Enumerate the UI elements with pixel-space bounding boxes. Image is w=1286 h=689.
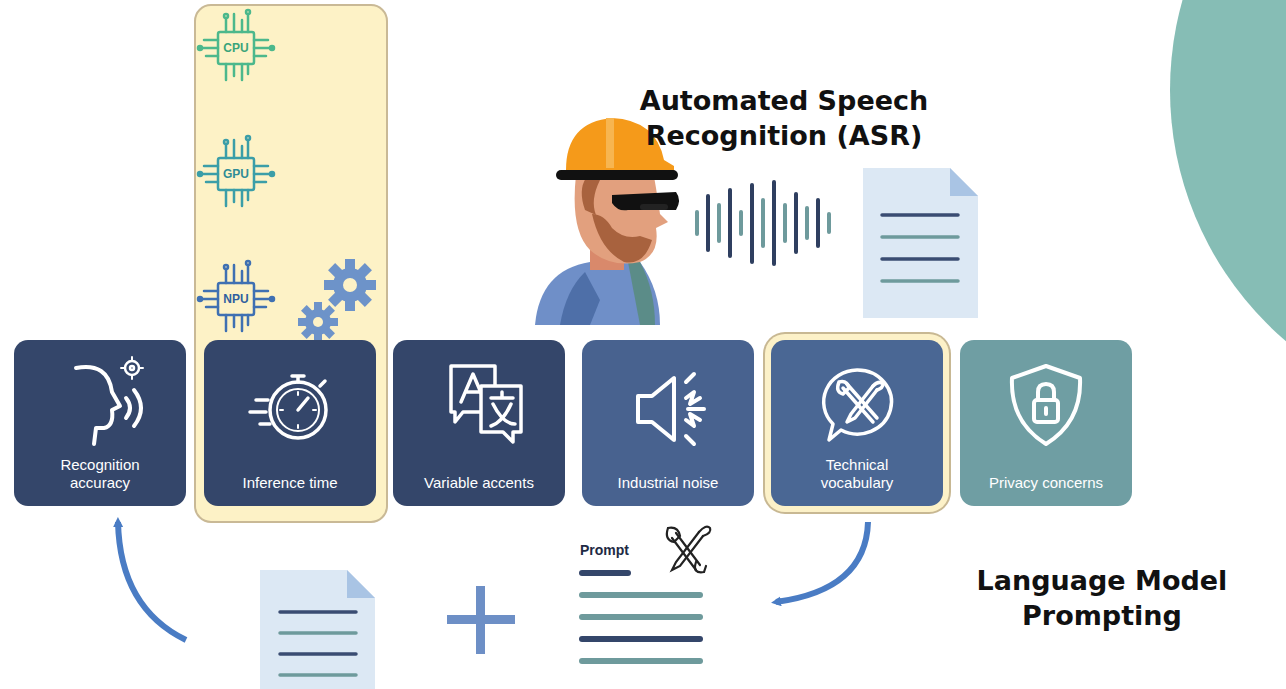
tile-label: Industrial noise bbox=[608, 474, 728, 492]
waveform bbox=[697, 182, 829, 264]
chip-icons bbox=[198, 10, 274, 331]
tile-label: Recognition accuracy bbox=[40, 456, 160, 492]
tile-label: Inference time bbox=[230, 474, 350, 492]
challenge-tile: Variable accents bbox=[393, 340, 565, 506]
section-heading: Automated Speech Recognition (ASR) bbox=[594, 83, 974, 153]
challenge-tile: Industrial noise bbox=[582, 340, 754, 506]
challenge-tile: Technical vocabulary bbox=[771, 340, 943, 506]
challenge-tile: Privacy concerns bbox=[960, 340, 1132, 506]
plus-sign bbox=[447, 586, 515, 654]
speech-icon bbox=[14, 340, 186, 465]
highlight-panel bbox=[195, 5, 387, 522]
translate-icon bbox=[393, 340, 565, 465]
curved-arrow bbox=[776, 522, 868, 602]
stopwatch-icon bbox=[204, 340, 376, 465]
shield-lock-icon bbox=[960, 340, 1132, 465]
curved-arrow bbox=[118, 522, 186, 640]
challenge-tile: Recognition accuracy bbox=[14, 340, 186, 506]
teal-circle bbox=[1170, 0, 1286, 420]
tools-bubble-icon bbox=[771, 340, 943, 465]
document-icon bbox=[260, 570, 375, 689]
chip-label: GPU bbox=[216, 167, 256, 181]
prompt-label: Prompt bbox=[580, 542, 650, 558]
tile-label: Privacy concerns bbox=[986, 474, 1106, 492]
tile-label: Variable accents bbox=[419, 474, 539, 492]
gear-icons bbox=[298, 259, 376, 342]
challenge-tile: Inference time bbox=[204, 340, 376, 506]
document-icon bbox=[863, 168, 978, 318]
speaker-icon bbox=[582, 340, 754, 465]
tile-label: Technical vocabulary bbox=[797, 456, 917, 492]
chip-label: CPU bbox=[216, 41, 256, 55]
chip-label: NPU bbox=[216, 292, 256, 306]
section-heading: Language Model Prompting bbox=[937, 563, 1267, 633]
